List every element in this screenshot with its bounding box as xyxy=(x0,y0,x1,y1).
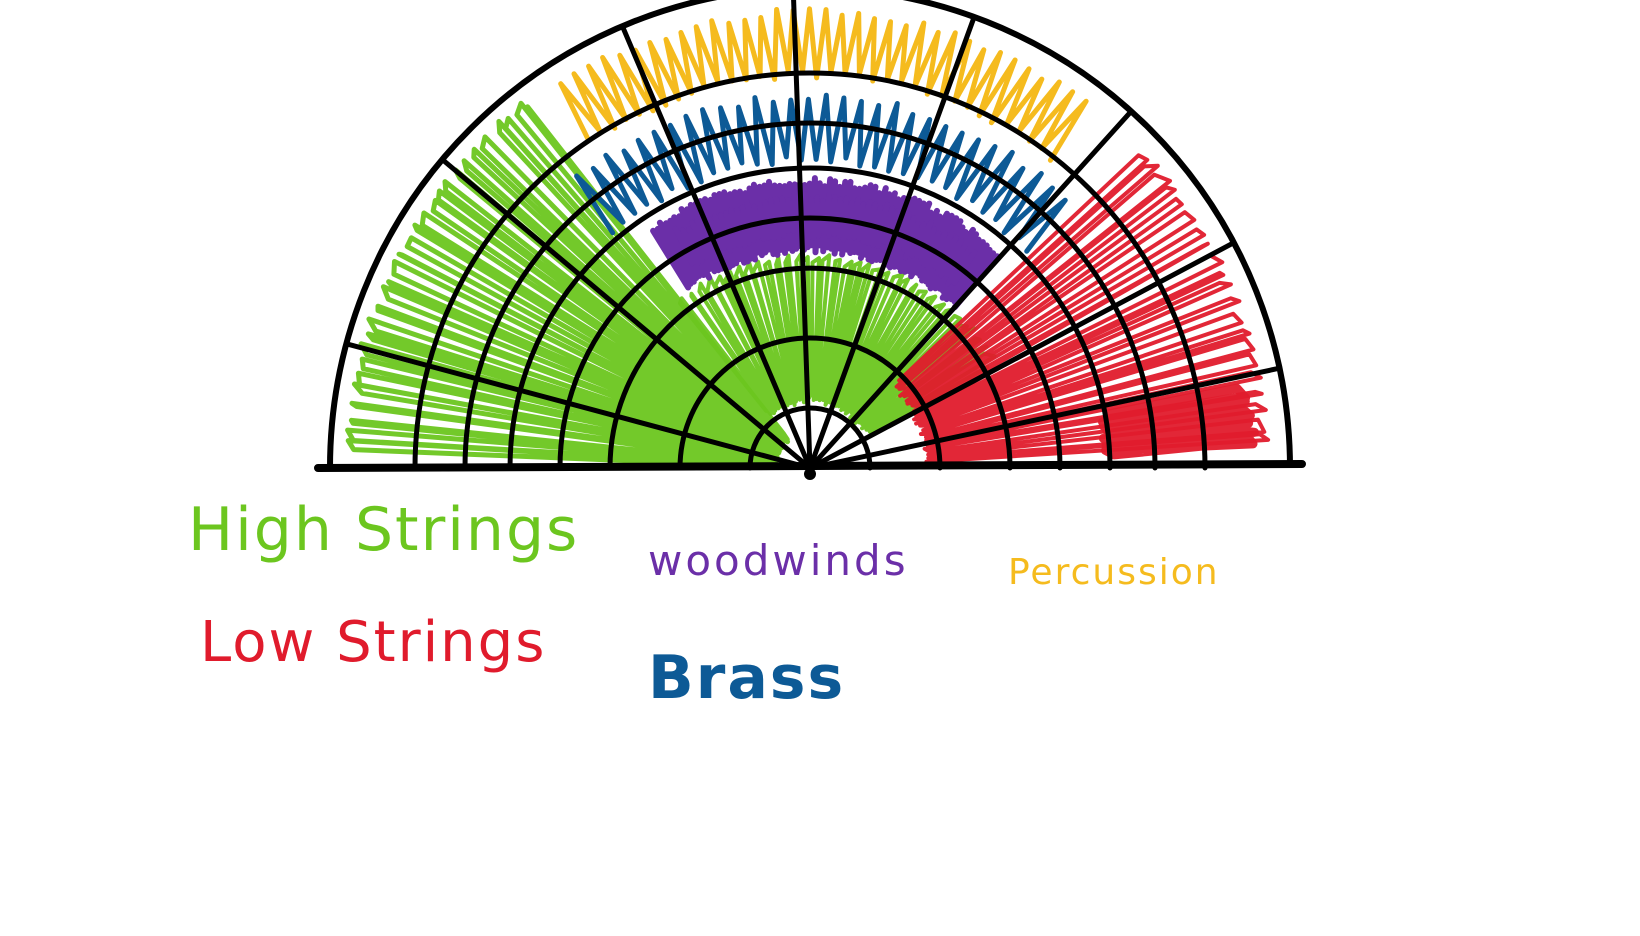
outer-arc xyxy=(327,0,1293,469)
seating-spoke xyxy=(343,341,813,471)
legend-woodwinds: woodwinds xyxy=(648,536,909,585)
conductor-point xyxy=(804,468,816,480)
seating-spoke xyxy=(807,108,1134,471)
legend-low-strings: Low Strings xyxy=(200,610,547,675)
low-strings-fill xyxy=(894,153,1271,464)
legend-percussion: Percussion xyxy=(1008,552,1220,593)
brass-fill xyxy=(574,92,1068,254)
legend-high-strings: High Strings xyxy=(188,495,580,565)
legend-brass: Brass xyxy=(648,643,846,713)
seating-spoke xyxy=(807,14,977,471)
seating-spoke xyxy=(807,365,1282,471)
percussion-fill xyxy=(558,6,1089,163)
low-strings-base-fill xyxy=(1098,383,1259,460)
seating-spoke xyxy=(791,0,813,471)
seating-spoke xyxy=(807,240,1237,471)
woodwinds-fill xyxy=(650,175,1001,311)
seating-spoke xyxy=(619,23,813,471)
seating-row-arc xyxy=(412,70,1208,471)
seating-spoke xyxy=(439,157,813,471)
stage-baseline xyxy=(314,460,1306,472)
